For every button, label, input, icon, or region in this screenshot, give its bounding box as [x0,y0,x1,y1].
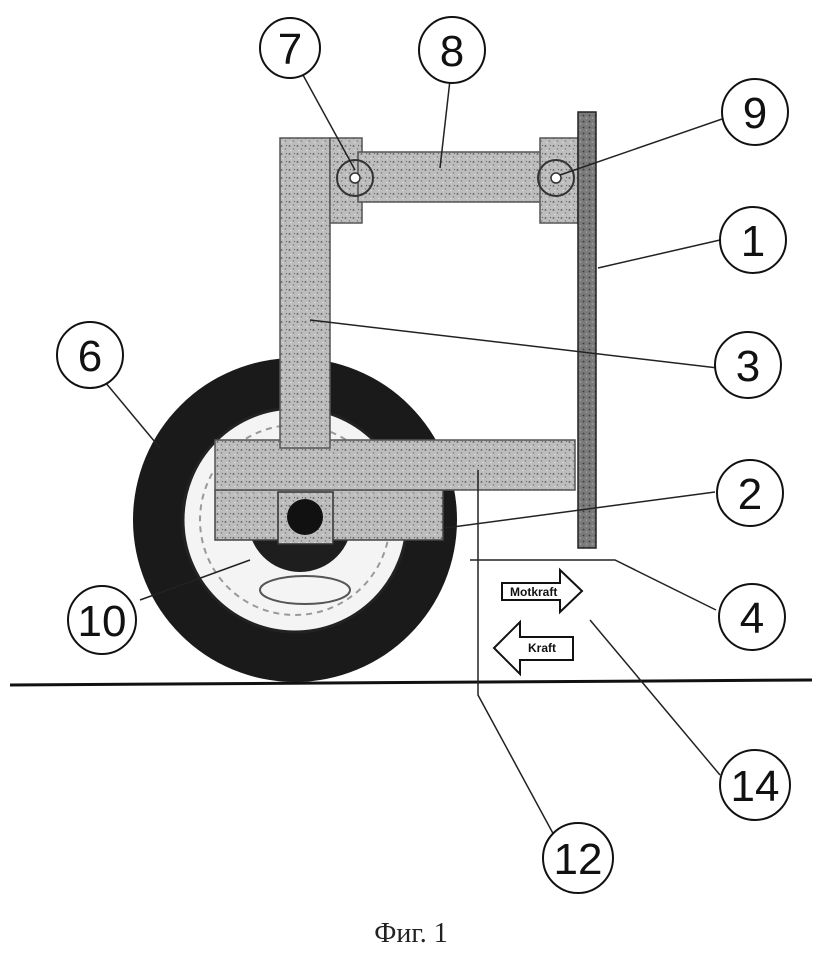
beam-12 [215,440,575,490]
forward-arrow-label: Motkraft [510,585,557,599]
ground-line [10,680,812,685]
svg-text:6: 6 [78,332,102,381]
figure-caption: Фиг. 1 [0,918,822,950]
linkage-8 [358,152,544,202]
callout-9: 9 [722,79,788,145]
callout-10: 10 [68,586,136,654]
svg-text:8: 8 [440,27,464,76]
bracket-2 [215,490,443,544]
svg-text:7: 7 [278,25,302,74]
callout-1: 1 [720,207,786,273]
callout-3: 3 [715,332,781,398]
callout-6: 6 [57,322,123,388]
callout-14: 14 [720,750,790,820]
callout-12: 12 [543,823,613,893]
force-arrow-forward: Motkraft [502,570,582,612]
pivot-7-pin [350,173,360,183]
callout-2: 2 [717,460,783,526]
callout-7: 7 [260,18,320,78]
backward-arrow-label: Kraft [528,641,556,655]
svg-text:9: 9 [743,89,767,138]
svg-text:2: 2 [738,470,762,519]
svg-text:3: 3 [736,342,760,391]
svg-text:14: 14 [731,762,780,811]
svg-text:12: 12 [554,835,603,884]
column-3 [280,138,330,448]
svg-text:4: 4 [740,594,764,643]
callout-4: 4 [719,584,785,650]
wall-plate-1 [578,112,596,548]
force-arrow-backward: Kraft [494,622,573,674]
callout-8: 8 [419,17,485,83]
svg-text:1: 1 [741,217,765,266]
svg-text:10: 10 [78,597,127,646]
pivot-9-pin [551,173,561,183]
